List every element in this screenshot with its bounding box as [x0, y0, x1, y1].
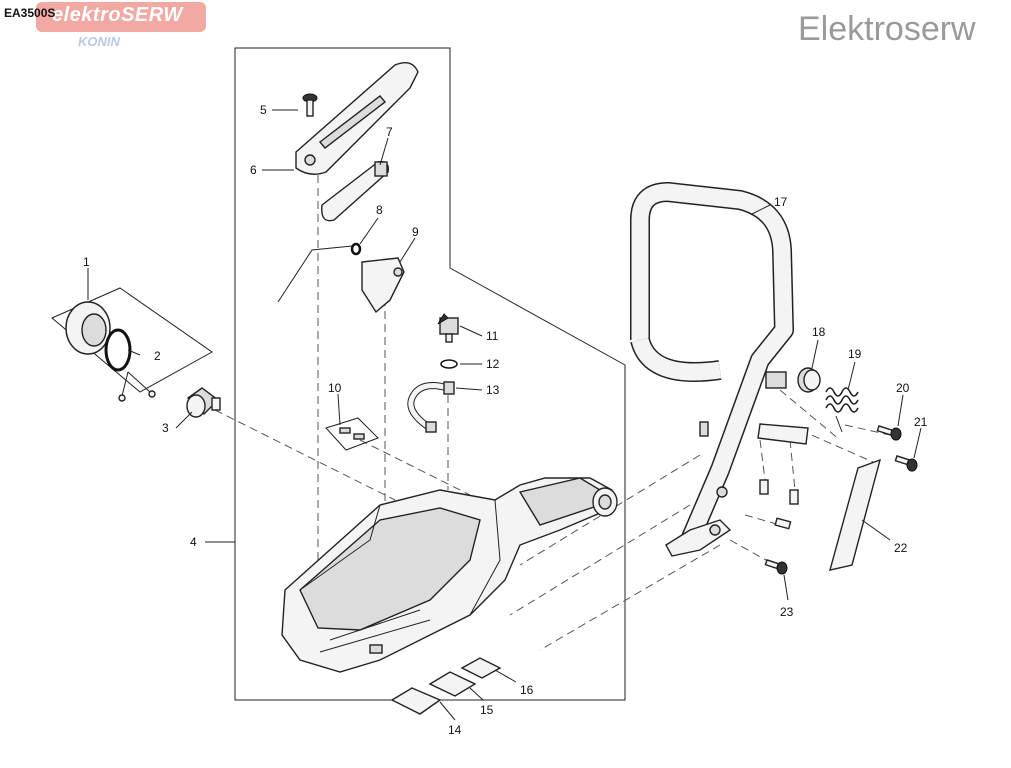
callout-3: 3 [162, 421, 169, 435]
callout-12: 12 [486, 357, 500, 371]
part-6-handle-cover [295, 62, 419, 175]
part-19-spring [825, 387, 859, 433]
part-22-grip-strip [829, 458, 882, 571]
callout-22: 22 [894, 541, 908, 555]
part-21-screw [894, 455, 918, 472]
part-5-screw [302, 93, 318, 117]
group-outline-part-4 [234, 47, 626, 701]
model-code: EA3500S [4, 6, 56, 20]
part-8-spring [277, 242, 362, 303]
part-11-switch [437, 313, 459, 343]
part-12-o-ring [440, 359, 458, 369]
callout-8: 8 [376, 203, 383, 217]
callout-7: 7 [386, 125, 393, 139]
part-18-cap [797, 367, 821, 393]
part-17-front-handle [630, 182, 809, 557]
callout-19: 19 [848, 347, 862, 361]
part-20-screw [876, 425, 902, 441]
brand-logo-background [36, 2, 206, 32]
part-4-housing [281, 477, 618, 673]
part-13-hose [407, 381, 455, 433]
callout-6: 6 [250, 163, 257, 177]
callout-18: 18 [812, 325, 826, 339]
part-7-throttle [321, 161, 389, 222]
callout-labels: 1 2 3 4 5 6 7 8 9 10 11 12 13 14 15 16 1… [83, 103, 928, 737]
callout-13: 13 [486, 383, 500, 397]
callout-1: 1 [83, 255, 90, 269]
part-1-oil-cap [65, 301, 156, 402]
part-23-screw [764, 559, 788, 575]
callout-23: 23 [780, 605, 794, 619]
callout-14: 14 [448, 723, 462, 737]
brand-logo-text: elektroSERW [52, 4, 183, 26]
part-9-throttle-lock [361, 257, 405, 314]
callout-2: 2 [154, 349, 161, 363]
callout-20: 20 [896, 381, 910, 395]
part-15-decal [428, 671, 477, 697]
callout-9: 9 [412, 225, 419, 239]
callout-5: 5 [260, 103, 267, 117]
handle-mount-screws [759, 479, 799, 530]
part-10-fittings [325, 417, 379, 451]
assembly-lines [214, 175, 891, 651]
part-3-filter [186, 387, 221, 418]
callout-4: 4 [190, 535, 197, 549]
part-14-decal [390, 687, 442, 715]
callout-10: 10 [328, 381, 342, 395]
callout-21: 21 [914, 415, 928, 429]
callout-17: 17 [774, 195, 788, 209]
leader-lines [87, 109, 922, 721]
callout-15: 15 [480, 703, 494, 717]
callout-11: 11 [486, 329, 499, 343]
watermark-text: Elektroserw [798, 10, 976, 48]
brand-logo-subtitle: KONIN [78, 34, 120, 49]
part-16-decal [460, 657, 502, 679]
callout-16: 16 [520, 683, 534, 697]
